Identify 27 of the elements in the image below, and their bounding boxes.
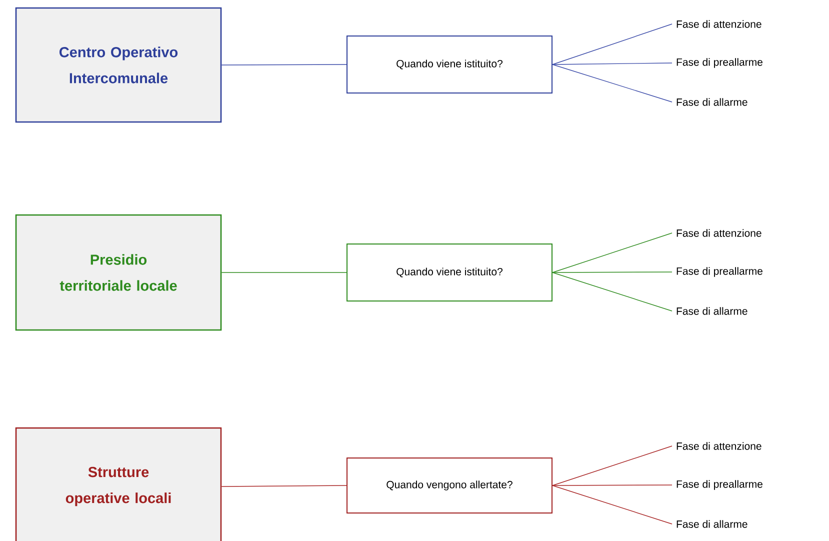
connector-line xyxy=(221,485,347,487)
connector-line xyxy=(552,64,672,102)
connector-line xyxy=(552,62,672,65)
phase-label: Fase di attenzione xyxy=(676,442,762,450)
connector-line xyxy=(552,446,672,486)
question-box: Quando vengono allertate? xyxy=(346,458,552,514)
connector-line xyxy=(552,232,672,273)
phase-label: Fase di preallarme xyxy=(676,480,762,490)
phase-label: Fase di allarme xyxy=(676,307,748,315)
phase-label: Fase di attenzione xyxy=(676,229,762,237)
phase-label: Fase di allarme xyxy=(676,98,748,106)
question-box: Quando viene istituito? xyxy=(346,36,552,94)
phase-label: Fase di attenzione xyxy=(676,20,762,28)
connector-line xyxy=(221,64,347,66)
phase-label: Fase di allarme xyxy=(676,520,748,528)
connector-line xyxy=(221,272,347,273)
connector-line xyxy=(552,272,672,273)
connector-line xyxy=(552,484,672,486)
title-box: Strutture operative locali xyxy=(15,427,222,541)
phase-label: Fase di preallarme xyxy=(676,267,762,277)
title-box: Presidio territoriale locale xyxy=(15,214,222,331)
connector-line xyxy=(552,485,672,524)
phase-label: Fase di preallarme xyxy=(676,58,762,68)
connector-line xyxy=(552,272,672,312)
title-box: Centro Operativo Intercomunale xyxy=(15,7,222,123)
question-box: Quando viene istituito? xyxy=(346,244,552,302)
connector-line xyxy=(552,24,672,65)
